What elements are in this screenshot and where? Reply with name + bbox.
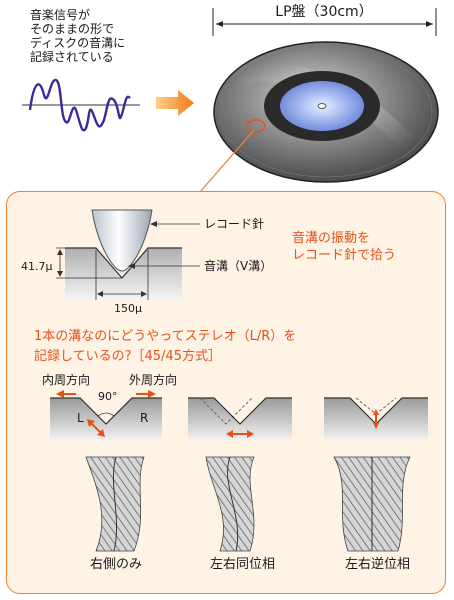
groove-cross-section xyxy=(56,209,200,300)
needle-label: レコード針 xyxy=(204,217,265,231)
groove-topview-anti-phase xyxy=(333,456,411,552)
signal-caption-line-3: ディスクの音溝に xyxy=(30,36,126,50)
width-label: 150μ xyxy=(114,302,142,315)
signal-caption-line-2: そのままの形で xyxy=(30,22,115,36)
stereo-question-line-1: 1本の溝なのにどうやってステレオ（L/R）を xyxy=(34,329,297,344)
groove-label: 音溝（V溝） xyxy=(204,259,273,273)
outer-direction-label: 外周方向 xyxy=(129,373,178,387)
mode-label-in-phase: 左右同位相 xyxy=(210,557,276,572)
audio-waveform xyxy=(22,78,140,132)
mode-label-anti-phase: 左右逆位相 xyxy=(345,557,411,572)
right-channel-label: R xyxy=(140,411,149,425)
lp-dimension-line xyxy=(212,8,437,36)
lp-disc xyxy=(213,41,439,183)
callout-line xyxy=(199,129,255,193)
vibration-note-line-1: 音溝の振動を xyxy=(292,231,371,246)
groove-topview-right-only xyxy=(85,456,145,552)
stereo-question-line-2: 記録しているの?［45/45方式］ xyxy=(34,349,221,364)
angle-label: 90° xyxy=(98,390,118,403)
signal-caption-line-1: 音楽信号が xyxy=(30,8,91,22)
groove-diagram-anti-phase xyxy=(324,397,428,440)
vibration-note-line-2: レコード針で拾う xyxy=(292,248,397,263)
left-channel-label: L xyxy=(77,411,84,425)
mode-label-right-only: 右側のみ xyxy=(90,557,143,572)
groove-topview-in-phase xyxy=(205,456,255,552)
signal-caption: 音楽信号が そのままの形で ディスクの音溝に 記録されている xyxy=(30,8,125,64)
signal-caption-line-4: 記録されている xyxy=(30,50,114,64)
depth-label: 41.7μ xyxy=(21,260,53,273)
lp-label: LP盤（30cm） xyxy=(274,3,374,21)
groove-diagram-in-phase xyxy=(188,397,292,440)
stereo-question: 1本の溝なのにどうやってステレオ（L/R）を 記録しているの?［45/45方式］ xyxy=(34,327,296,367)
arrow-right-icon xyxy=(156,90,194,116)
vibration-note: 音溝の振動を レコード針で拾う xyxy=(292,230,396,264)
inner-direction-label: 内周方向 xyxy=(42,373,91,387)
groove-diagram-right-only xyxy=(50,390,162,440)
